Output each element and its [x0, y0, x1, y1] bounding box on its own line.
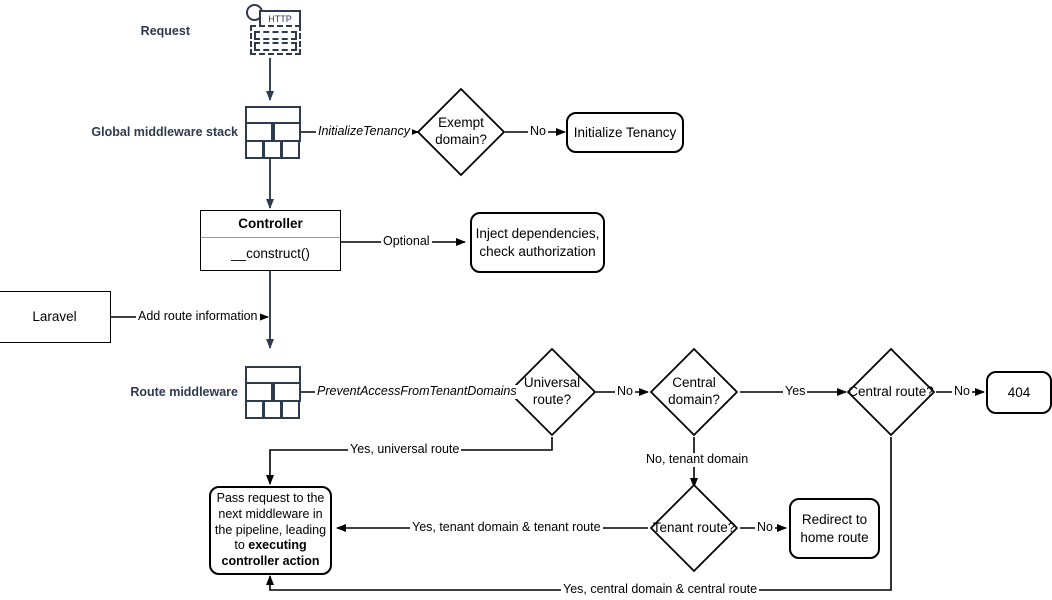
node-pass-request-bold1: executing: [248, 538, 307, 553]
node-initialize-tenancy[interactable]: Initialize Tenancy: [566, 112, 684, 153]
http-bar-1: [254, 31, 297, 40]
edge-label-initialize-tenancy: InitializeTenancy: [316, 124, 412, 139]
decision-universal-route-label: Universal route?: [523, 375, 581, 407]
node-pass-request-bold2: controller action: [221, 553, 320, 568]
http-request-icon: HTTP: [246, 4, 302, 56]
node-controller[interactable]: Controller __construct(): [200, 210, 341, 271]
decision-exempt-domain-label: Exempt domain?: [435, 115, 487, 147]
stack-row3-cell3: [281, 140, 300, 159]
stack-row3-cell1: [245, 140, 264, 159]
stack-row3-cell2: [263, 140, 282, 159]
route-middleware-stack-icon: [245, 366, 301, 419]
node-controller-header: Controller: [201, 211, 340, 238]
caption-global-middleware-stack: Global middleware stack: [91, 125, 238, 139]
node-pass-request-line2: next middleware in: [218, 507, 323, 522]
decision-central-domain-label: Central domain?: [668, 375, 720, 407]
node-redirect-home-line2: home route: [800, 529, 869, 545]
node-pass-request-line1: Pass request to the: [216, 491, 325, 506]
caption-request: Request: [140, 24, 190, 38]
node-controller-method: __construct(): [231, 246, 310, 261]
node-pass-request-line3: the pipeline, leading: [214, 522, 327, 537]
node-inject-dependencies-line1: Inject dependencies,: [475, 225, 600, 241]
node-inject-dependencies-line2: check authorization: [479, 243, 596, 259]
stack-row3-cell2: [263, 400, 282, 419]
node-pass-request-line4: to: [234, 538, 249, 553]
stack-row3-cell3: [281, 400, 300, 419]
edge-label-optional: Optional: [381, 234, 432, 249]
stack-row2-cell2: [273, 382, 301, 402]
node-initialize-tenancy-label: Initialize Tenancy: [573, 124, 677, 140]
global-middleware-stack-icon: [245, 106, 301, 159]
stack-row2-cell2: [273, 122, 301, 142]
decision-tenant-route-label: Tenant route?: [652, 519, 736, 535]
stack-row3-cell1: [245, 400, 264, 419]
node-laravel[interactable]: Laravel: [0, 291, 111, 343]
stack-row2-cell1: [245, 382, 273, 402]
edge-label-universal-no: No: [615, 384, 635, 399]
stack-row2-cell1: [245, 122, 273, 142]
node-inject-dependencies[interactable]: Inject dependencies, check authorization: [470, 212, 605, 273]
node-laravel-label: Laravel: [32, 308, 77, 324]
decision-central-route[interactable]: Central route?: [846, 347, 936, 437]
edge-label-tenant-route-no: No: [755, 520, 775, 535]
edge-label-central-route-no: No: [952, 384, 972, 399]
decision-exempt-domain[interactable]: Exempt domain?: [416, 87, 506, 177]
node-redirect-home-route[interactable]: Redirect to home route: [789, 498, 880, 559]
edge-label-no-tenant-domain: No, tenant domain: [644, 452, 751, 467]
decision-central-domain[interactable]: Central domain?: [649, 347, 739, 437]
node-404[interactable]: 404: [986, 371, 1052, 414]
edge-label-central-domain-yes: Yes: [783, 384, 808, 399]
http-bar-2: [254, 42, 297, 51]
caption-route-middleware: Route middleware: [130, 385, 238, 399]
edge-label-prevent-access: PreventAccessFromTenantDomains: [315, 384, 519, 399]
node-redirect-home-line1: Redirect to: [801, 511, 868, 527]
edge-label-yes-central-domain-central-route: Yes, central domain & central route: [561, 582, 760, 597]
node-404-label: 404: [1007, 384, 1031, 400]
decision-central-route-label: Central route?: [848, 383, 934, 399]
edge-label-exempt-no: No: [528, 124, 548, 139]
decision-tenant-route[interactable]: Tenant route?: [649, 483, 739, 573]
edge-label-yes-universal-route: Yes, universal route: [348, 442, 462, 457]
http-label: HTTP: [259, 10, 301, 29]
node-pass-request[interactable]: Pass request to the next middleware in t…: [209, 486, 332, 575]
decision-universal-route[interactable]: Universal route?: [507, 347, 597, 437]
edge-label-add-route-information: Add route information: [136, 309, 260, 324]
edge-label-yes-tenant-domain-tenant-route: Yes, tenant domain & tenant route: [410, 520, 603, 535]
